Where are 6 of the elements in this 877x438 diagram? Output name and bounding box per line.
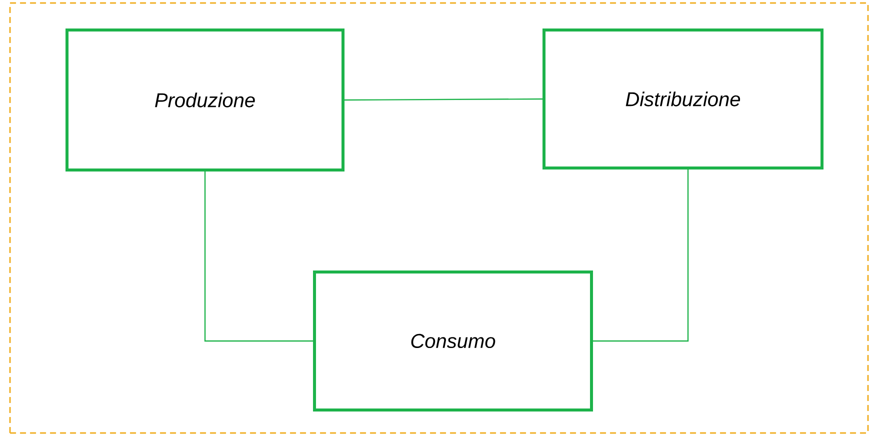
process-box: Distribuzione (542, 28, 824, 170)
process-box: Produzione (66, 28, 344, 172)
connector-line (344, 98, 542, 101)
process-box: Consumo (313, 270, 593, 412)
connector-line (204, 170, 313, 342)
connector-line (593, 168, 689, 342)
